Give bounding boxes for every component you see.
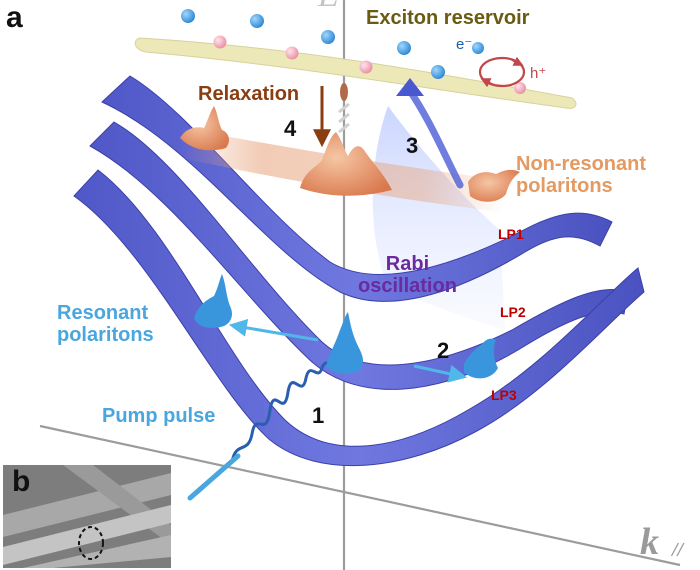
- reservoir-particles: [181, 9, 526, 94]
- pump-pulse-label: Pump pulse: [102, 405, 216, 427]
- step-4-label: 4: [284, 116, 297, 141]
- non-resonant-label: Non-resonant polaritons: [516, 153, 646, 197]
- electron-label: e⁻: [456, 36, 473, 53]
- lp3-label: LP3: [491, 387, 517, 403]
- rabi-oscillation-label: Rabi oscillation: [358, 253, 457, 297]
- inset-microscope-image: [3, 465, 171, 568]
- nanowire-sem-image: [3, 465, 171, 568]
- lp2-label: LP2: [500, 304, 526, 320]
- non-resonant-packet-right: [468, 169, 520, 202]
- resonant-emission-arrow: [228, 318, 319, 342]
- lp1-label: LP1: [498, 226, 524, 242]
- step-1-label: 1: [312, 403, 325, 428]
- axis-particle: [340, 83, 348, 101]
- energy-axis-label: E: [318, 0, 339, 15]
- non-resonant-packet-left: [180, 106, 229, 151]
- momentum-axis-subscript: //: [672, 539, 684, 561]
- step-2-label: 2: [437, 338, 450, 363]
- pump-pulse-wave: [195, 358, 344, 496]
- relaxed-condensate-packet: [300, 132, 392, 196]
- resonant-packet-left: [194, 274, 232, 328]
- lp1-branch: [101, 75, 613, 302]
- step-3-arrow: [404, 84, 464, 189]
- momentum-axis: [39, 424, 681, 567]
- relaxation-label: Relaxation: [198, 83, 300, 105]
- electron-hole-loop-icon: [478, 56, 526, 88]
- momentum-axis-label: k: [640, 521, 659, 563]
- resonant-packet-center: [326, 312, 364, 374]
- exciton-reservoir-label: Exciton reservoir: [366, 7, 530, 29]
- exciton-reservoir-bar: [134, 37, 577, 109]
- resonant-polaritons-label: Resonant polaritons: [57, 302, 154, 346]
- hole-label: h⁺: [530, 65, 547, 82]
- resonant-packet-right: [464, 338, 498, 379]
- panel-label-b: b: [12, 465, 31, 498]
- panel-label-a: a: [6, 1, 23, 34]
- step-2-arrow: [413, 364, 468, 383]
- step-3-label: 3: [406, 133, 419, 158]
